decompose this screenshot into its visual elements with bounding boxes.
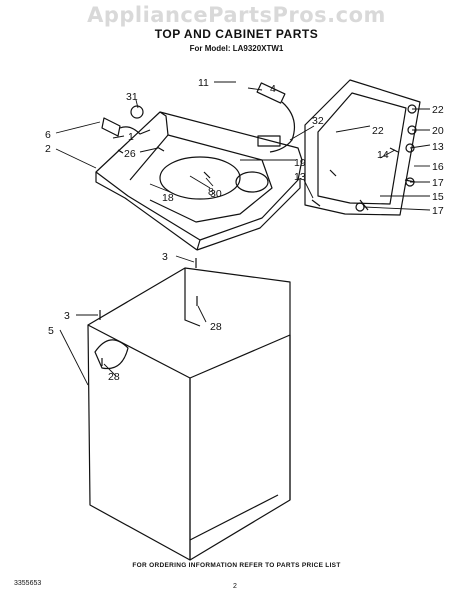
page-number: 2 [233, 583, 237, 590]
callout-label: 15 [432, 191, 444, 203]
callout-label: 17 [432, 205, 444, 217]
leader-lines [55, 81, 431, 386]
callout-label: 28 [210, 321, 222, 333]
callout-label: 22 [372, 125, 384, 137]
callout-label: 4 [270, 83, 276, 95]
callout-label: 8 [208, 186, 214, 198]
callout-labels: 11 4 31 1 6 2 26 30 8 18 32 19 13 22 14 … [45, 77, 444, 383]
lid-switch-and-hardware [99, 82, 417, 366]
model-subtitle: For Model: LA9320XTW1 [189, 44, 284, 53]
callout-label: 14 [377, 149, 389, 161]
cabinet [87, 267, 291, 561]
callout-label: 13 [432, 141, 444, 153]
callout-label: 22 [432, 104, 444, 116]
callout-label: 18 [162, 192, 174, 204]
callout-label: 11 [198, 77, 209, 89]
callout-label: 28 [108, 371, 120, 383]
callout-label: 20 [432, 125, 444, 137]
callout-label: 30 [210, 188, 222, 200]
document-number: 3355653 [14, 580, 42, 587]
callout-label: 31 [126, 91, 138, 103]
ordering-note: FOR ORDERING INFORMATION REFER TO PARTS … [132, 562, 341, 569]
lid [304, 79, 421, 216]
callout-label: 1 [128, 131, 134, 143]
callout-label: 13 [294, 171, 306, 183]
page-title: TOP AND CABINET PARTS [154, 27, 319, 41]
callout-label: 26 [124, 148, 136, 160]
callout-label: 17 [432, 177, 444, 189]
callout-label: 32 [312, 115, 324, 127]
callout-label: 3 [64, 310, 70, 322]
callout-label: 16 [432, 161, 444, 173]
callout-label: 6 [45, 129, 51, 141]
callout-label: 19 [294, 157, 306, 169]
watermark: AppliancePartsPros.com [87, 3, 386, 27]
callout-label: 3 [162, 251, 168, 263]
callout-label: 2 [45, 143, 51, 155]
washer-top [95, 111, 303, 251]
callout-label: 5 [48, 325, 54, 337]
